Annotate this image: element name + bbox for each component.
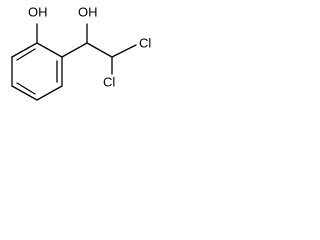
- alcohol-oh-label: OH: [78, 4, 98, 19]
- ring-bond-c1-c2: [36, 42, 63, 58]
- structural-formula: OH OH Cl Cl: [11, 4, 151, 101]
- bond-ring-to-carbinol: [61, 42, 88, 58]
- bond-chcl2-to-cl-upper: [111, 44, 137, 58]
- chlorine-lower-label: Cl: [103, 74, 115, 89]
- chlorine-upper-label: Cl: [139, 35, 151, 50]
- ring-bond-c6-c1: [11, 42, 38, 58]
- ring-double-bond-c6-c1: [16, 48, 36, 61]
- ring-double-bond-c4-c5: [16, 82, 36, 95]
- benzene-ring: [11, 42, 63, 101]
- ring-bond-c3-c4: [36, 85, 63, 101]
- phenol-oh-label: OH: [28, 4, 48, 19]
- ring-bond-c4-c5: [11, 85, 38, 101]
- bond-carbinol-to-chcl2: [86, 42, 113, 58]
